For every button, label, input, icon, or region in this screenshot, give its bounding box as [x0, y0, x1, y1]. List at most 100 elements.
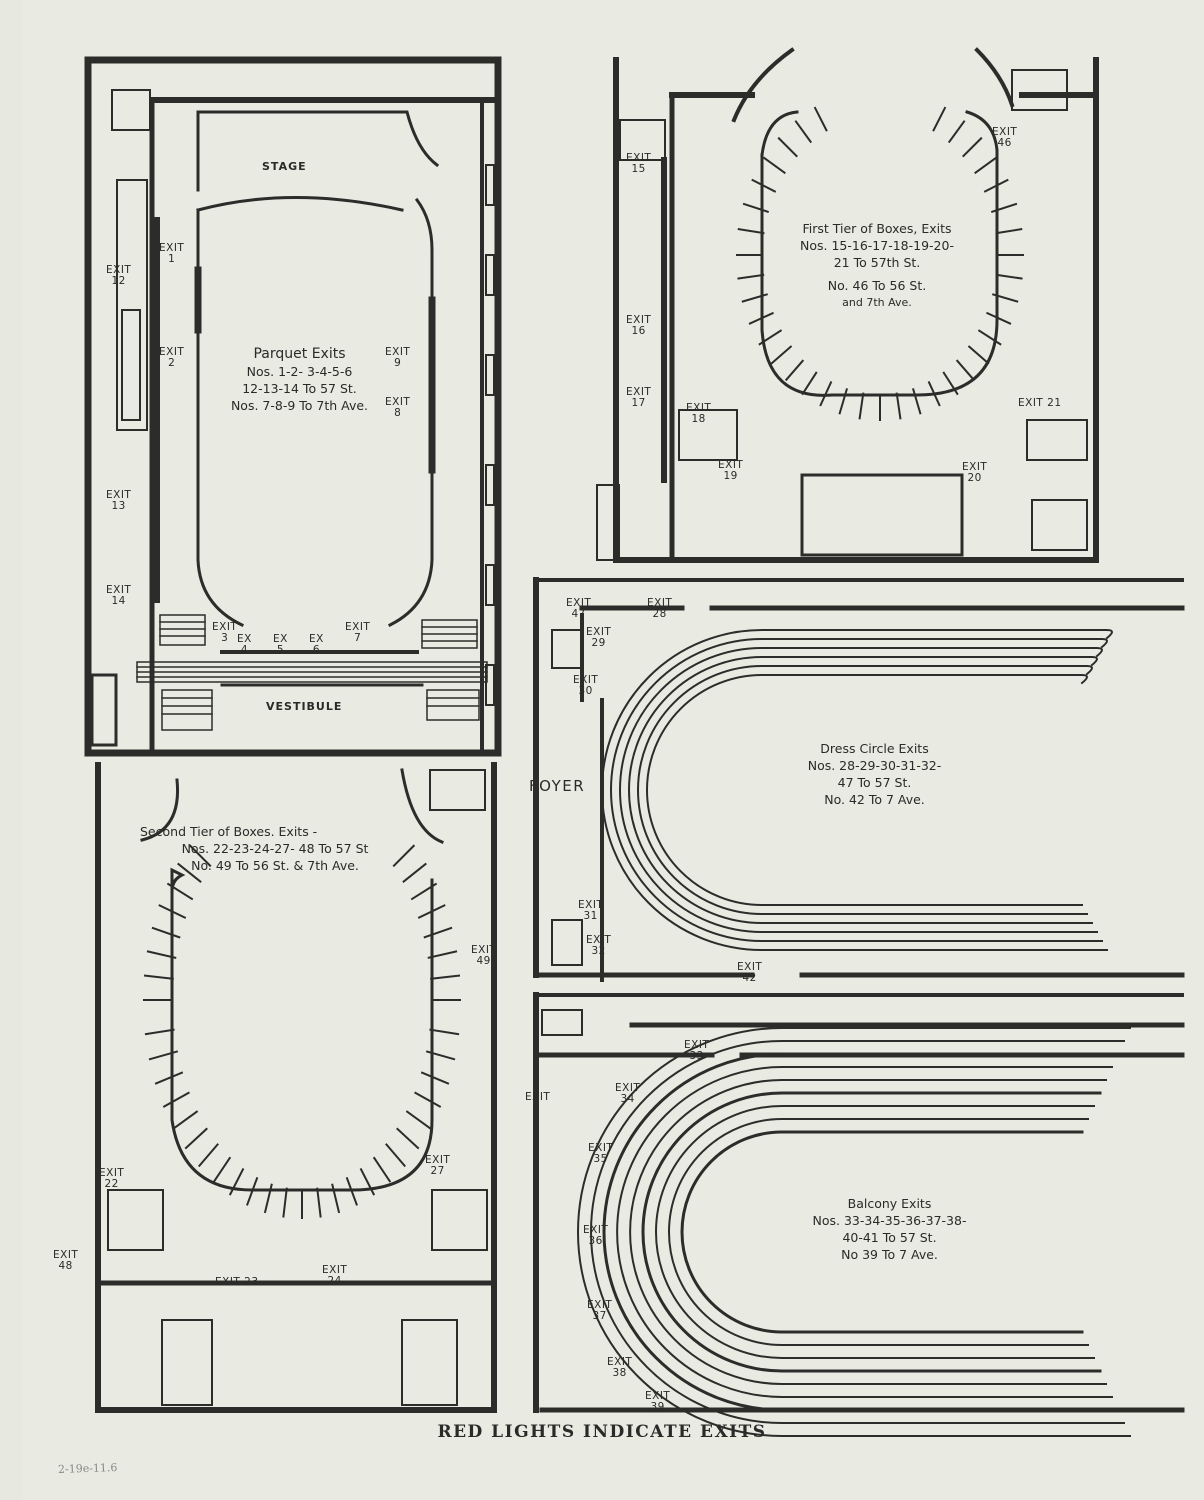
- balcony-title: Balcony Exits Nos. 33-34-35-36-37-38- 40…: [812, 1196, 967, 1262]
- box-tick: [990, 202, 1018, 213]
- box-tick: [758, 329, 783, 346]
- box-tick: [737, 228, 765, 235]
- box-tick: [143, 974, 174, 980]
- box-tick: [197, 1143, 219, 1168]
- box-tick: [995, 273, 1023, 280]
- dress-circle-title: Dress Circle Exits Nos. 28-29-30-31-32- …: [807, 741, 942, 807]
- box-tick: [392, 844, 416, 868]
- balcony-ring: [602, 1052, 1120, 1412]
- box-tick: [838, 388, 848, 415]
- first-tier-plan: [596, 47, 1099, 563]
- box-tick: [402, 862, 427, 883]
- box-tick: [188, 844, 212, 868]
- box-tick: [420, 1071, 450, 1085]
- box-tick: [991, 293, 1019, 303]
- box-tick: [977, 329, 1002, 346]
- balcony-ring: [655, 1105, 1095, 1359]
- vestibule-label: VESTIBULE: [266, 700, 343, 713]
- archive-handwritten-note: 2-19e-11.6: [57, 1460, 118, 1477]
- box-tick: [770, 345, 793, 365]
- box-tick: [212, 1156, 232, 1183]
- second-tier-plan: [95, 762, 497, 1413]
- box-tick: [414, 1091, 442, 1108]
- balcony-ring: [577, 1027, 1131, 1437]
- first-tier-title: First Tier of Boxes, Exits Nos. 15-16-17…: [800, 221, 954, 309]
- box-tick: [983, 178, 1009, 193]
- box-tick: [166, 882, 194, 901]
- stage-label: STAGE: [262, 160, 307, 173]
- balcony-ring: [629, 1079, 1107, 1385]
- box-tick: [430, 974, 461, 980]
- exit-label-21: EXIT 21: [1018, 397, 1062, 409]
- parquet-title: Parquet Exits Nos. 1-2- 3-4-5-6 12-13-14…: [230, 346, 369, 413]
- dress-circle-ring: [619, 647, 1103, 933]
- exit-label-23: EXIT 23: [215, 1276, 259, 1288]
- box-tick: [784, 359, 805, 382]
- box-tick: [144, 1028, 175, 1036]
- box-tick: [151, 926, 181, 939]
- box-tick: [331, 1183, 341, 1214]
- box-tick: [423, 926, 453, 939]
- dress-circle-tiers: [601, 629, 1113, 951]
- box-tick: [955, 359, 976, 382]
- dress-circle-ring: [601, 629, 1113, 951]
- parquet-plan: [84, 56, 502, 757]
- box-tick: [912, 388, 922, 415]
- box-tick: [228, 1167, 245, 1196]
- box-tick: [741, 293, 769, 303]
- box-tick: [927, 381, 941, 407]
- box-tick: [429, 1028, 460, 1036]
- box-tick: [425, 1050, 456, 1061]
- box-tick: [813, 106, 828, 132]
- box-tick: [932, 106, 947, 132]
- dress-circle-ring: [610, 638, 1108, 942]
- box-tick: [162, 1091, 190, 1108]
- box-tick: [263, 1183, 273, 1214]
- box-tick: [184, 1127, 208, 1150]
- box-tick: [777, 136, 798, 158]
- dress-circle-ring: [637, 665, 1093, 915]
- box-tick: [158, 904, 187, 919]
- dress-circle-ring: [646, 674, 1088, 906]
- box-tick: [995, 228, 1023, 235]
- box-tick: [154, 1071, 184, 1085]
- box-tick: [410, 882, 438, 901]
- balcony-ring: [590, 1040, 1125, 1424]
- balcony-ring: [680, 1130, 1084, 1334]
- box-tick: [794, 120, 813, 144]
- balcony-ring: [641, 1091, 1102, 1373]
- box-tick: [385, 1143, 407, 1168]
- box-tick: [177, 862, 202, 883]
- box-tick: [345, 1176, 358, 1206]
- box-tick: [737, 273, 765, 280]
- box-tick: [858, 392, 865, 420]
- box-tick: [282, 1187, 288, 1218]
- footer-notice: RED LIGHTS INDICATE EXITS: [437, 1422, 767, 1442]
- second-tier-title: Second Tier of Boxes. Exits - Nos. 22-23…: [140, 824, 369, 873]
